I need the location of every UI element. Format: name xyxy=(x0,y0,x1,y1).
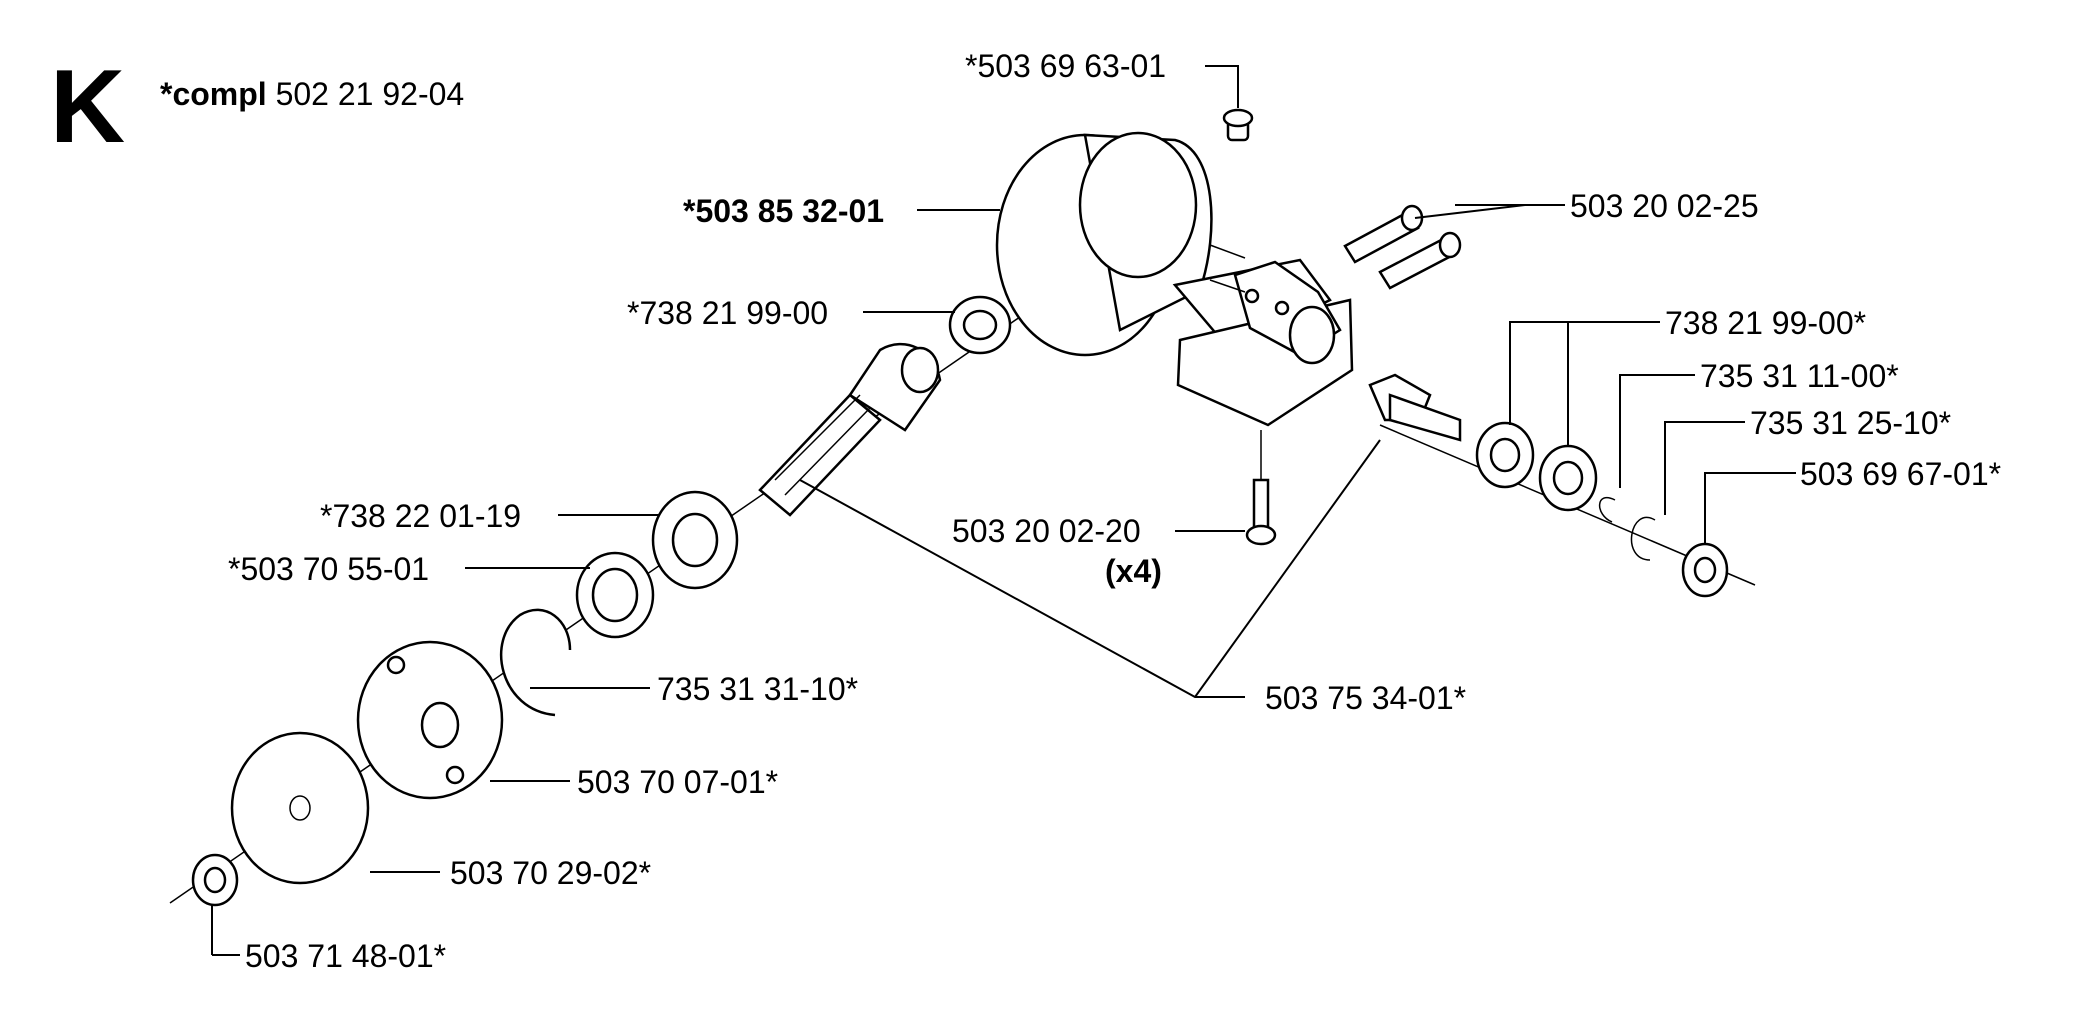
clamp-bolts-part xyxy=(1343,204,1462,290)
compl-number: 502 21 92-04 xyxy=(275,76,465,112)
circlip-right-2-part xyxy=(1630,516,1656,561)
part-label-738-22-01-19: *738 22 01-19 xyxy=(320,498,522,534)
circlip-left-part xyxy=(499,608,572,717)
part-label-738-21-99-00-right: 738 21 99-00* xyxy=(1665,305,1867,341)
part-label-503-85-32-01: *503 85 32-01 xyxy=(683,193,885,229)
part-label-503-20-02-25: 503 20 02-25 xyxy=(1570,188,1759,224)
part-label-503-69-63-01: *503 69 63-01 xyxy=(965,48,1167,84)
part-label-735-31-11-00: 735 31 11-00* xyxy=(1700,358,1899,394)
section-letter: K xyxy=(50,49,126,165)
leader-lines xyxy=(211,65,1796,956)
part-label-503-70-29-02: 503 70 29-02* xyxy=(450,855,652,891)
seal-part xyxy=(651,490,739,590)
support-cup-part xyxy=(230,731,370,885)
bevel-gear-part xyxy=(1368,373,1462,442)
part-label-503-71-48-01: 503 71 48-01* xyxy=(245,938,447,974)
input-bearing-part xyxy=(948,295,1012,355)
output-bearing-2-part xyxy=(1538,444,1598,512)
plug-screw-part xyxy=(1222,108,1254,142)
output-bushing-part xyxy=(1681,542,1729,598)
part-label-503-70-55-01: *503 70 55-01 xyxy=(228,551,430,587)
part-label-503-70-07-01: 503 70 07-01* xyxy=(577,764,779,800)
quantity-x4-label: (x4) xyxy=(1105,553,1162,589)
pinion-shaft-part xyxy=(758,342,942,517)
part-label-503-69-67-01: 503 69 67-01* xyxy=(1800,456,2002,492)
complete-assembly-label: *compl 502 21 92-04 xyxy=(160,76,464,112)
part-label-503-75-34-01: 503 75 34-01* xyxy=(1265,680,1467,716)
drive-disc-part xyxy=(356,640,504,800)
tab-washer-part xyxy=(575,551,655,639)
part-label-738-21-99-00-left: *738 21 99-00 xyxy=(627,295,829,331)
gear-housing xyxy=(995,131,1354,427)
compl-prefix: *compl xyxy=(160,76,267,112)
circlip-right-1-part xyxy=(1598,497,1616,523)
part-label-503-20-02-20: 503 20 02-20 xyxy=(952,513,1141,549)
part-label-735-31-31-10: 735 31 31-10* xyxy=(657,671,859,707)
nut-part xyxy=(191,853,239,907)
output-bearing-1-part xyxy=(1475,421,1535,489)
part-label-735-31-25-10: 735 31 25-10* xyxy=(1750,405,1952,441)
housing-screw-part xyxy=(1245,430,1277,546)
